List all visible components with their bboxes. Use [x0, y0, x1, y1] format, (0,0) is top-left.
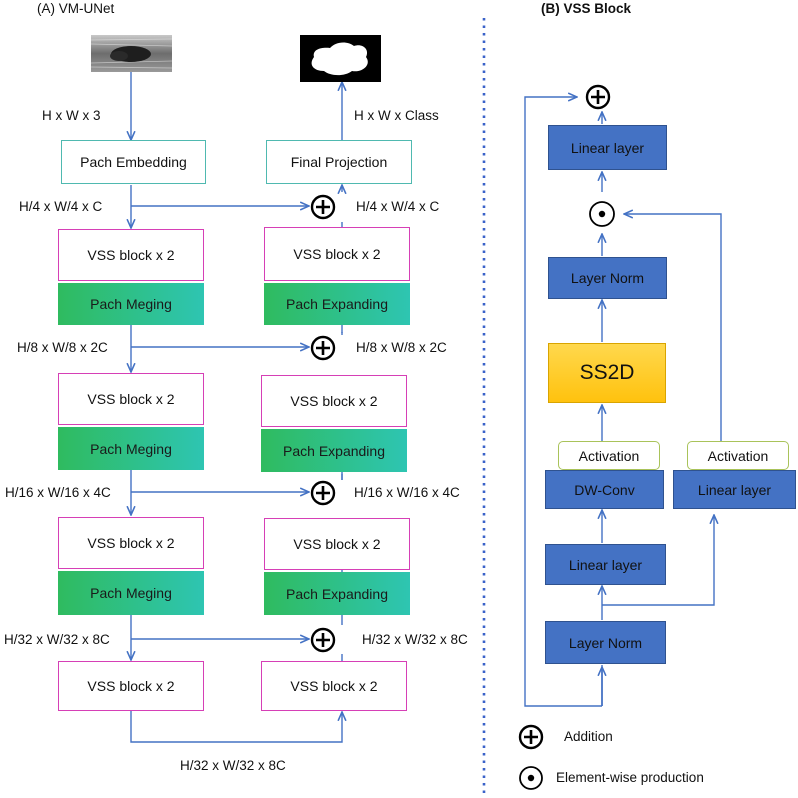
patch-expanding-1: Pach Expanding	[264, 283, 410, 325]
dim-enc-1: H/4 x W/4 x C	[19, 199, 103, 214]
dwconv-box: DW-Conv	[545, 470, 664, 509]
panel-b-title: (B) VSS Block	[541, 1, 632, 16]
vss-layer-norm-top: Layer Norm	[548, 257, 667, 299]
encoder-vss-block-1: VSS block x 2	[58, 229, 204, 281]
dim-input: H x W x 3	[42, 108, 101, 123]
patch-expanding-3: Pach Expanding	[264, 572, 410, 615]
dim-dec-3: H/16 x W/16 x 4C	[354, 485, 460, 500]
patch-merging-3: Pach Meging	[58, 571, 204, 615]
decoder-vss-block-1: VSS block x 2	[264, 227, 410, 281]
vss-linear-layer-top: Linear layer	[548, 125, 667, 170]
dim-dec-4: H/32 x W/32 x 8C	[362, 632, 468, 647]
encoder-vss-block-3: VSS block x 2	[58, 517, 204, 569]
dim-bottom: H/32 x W/32 x 8C	[180, 758, 286, 773]
decoder-vss-block-3: VSS block x 2	[264, 518, 410, 570]
input-image-icon	[91, 35, 172, 72]
dim-dec-1: H/4 x W/4 x C	[356, 199, 440, 214]
encoder-vss-block-2: VSS block x 2	[58, 373, 204, 425]
decoder-vss-block-4: VSS block x 2	[261, 661, 407, 711]
dim-dec-2: H/8 x W/8 x 2C	[356, 340, 447, 355]
activation-left: Activation	[558, 441, 660, 470]
patch-expanding-2: Pach Expanding	[261, 429, 407, 472]
addition-icon	[310, 194, 336, 220]
patch-merging-1: Pach Meging	[58, 283, 204, 325]
encoder-vss-block-4: VSS block x 2	[58, 661, 204, 711]
elementwise-icon	[589, 201, 615, 227]
addition-icon	[310, 335, 336, 361]
legend-addition-icon	[518, 724, 544, 750]
final-projection-box: Final Projection	[266, 140, 412, 184]
vss-layer-norm-bottom: Layer Norm	[545, 621, 666, 664]
ss2d-box: SS2D	[548, 343, 666, 403]
dim-enc-4: H/32 x W/32 x 8C	[4, 632, 110, 647]
addition-icon	[310, 627, 336, 653]
legend-addition-label: Addition	[564, 729, 613, 744]
patch-merging-2: Pach Meging	[58, 427, 204, 470]
vss-linear-layer-mid: Linear layer	[545, 544, 666, 585]
output-mask-icon	[300, 35, 381, 82]
dim-enc-2: H/8 x W/8 x 2C	[17, 340, 108, 355]
patch-embedding-box: Pach Embedding	[61, 140, 206, 184]
legend-elementwise-label: Element-wise production	[556, 770, 704, 785]
dim-enc-3: H/16 x W/16 x 4C	[5, 485, 111, 500]
vss-linear-layer-right: Linear layer	[673, 470, 796, 509]
addition-icon	[310, 480, 336, 506]
legend-elementwise-icon	[519, 766, 543, 790]
panel-a-title: (A) VM-UNet	[37, 1, 115, 16]
dim-output: H x W x Class	[354, 108, 439, 123]
activation-right: Activation	[687, 441, 789, 470]
addition-symbols	[310, 84, 611, 750]
decoder-vss-block-2: VSS block x 2	[261, 375, 407, 427]
addition-icon	[585, 84, 611, 110]
